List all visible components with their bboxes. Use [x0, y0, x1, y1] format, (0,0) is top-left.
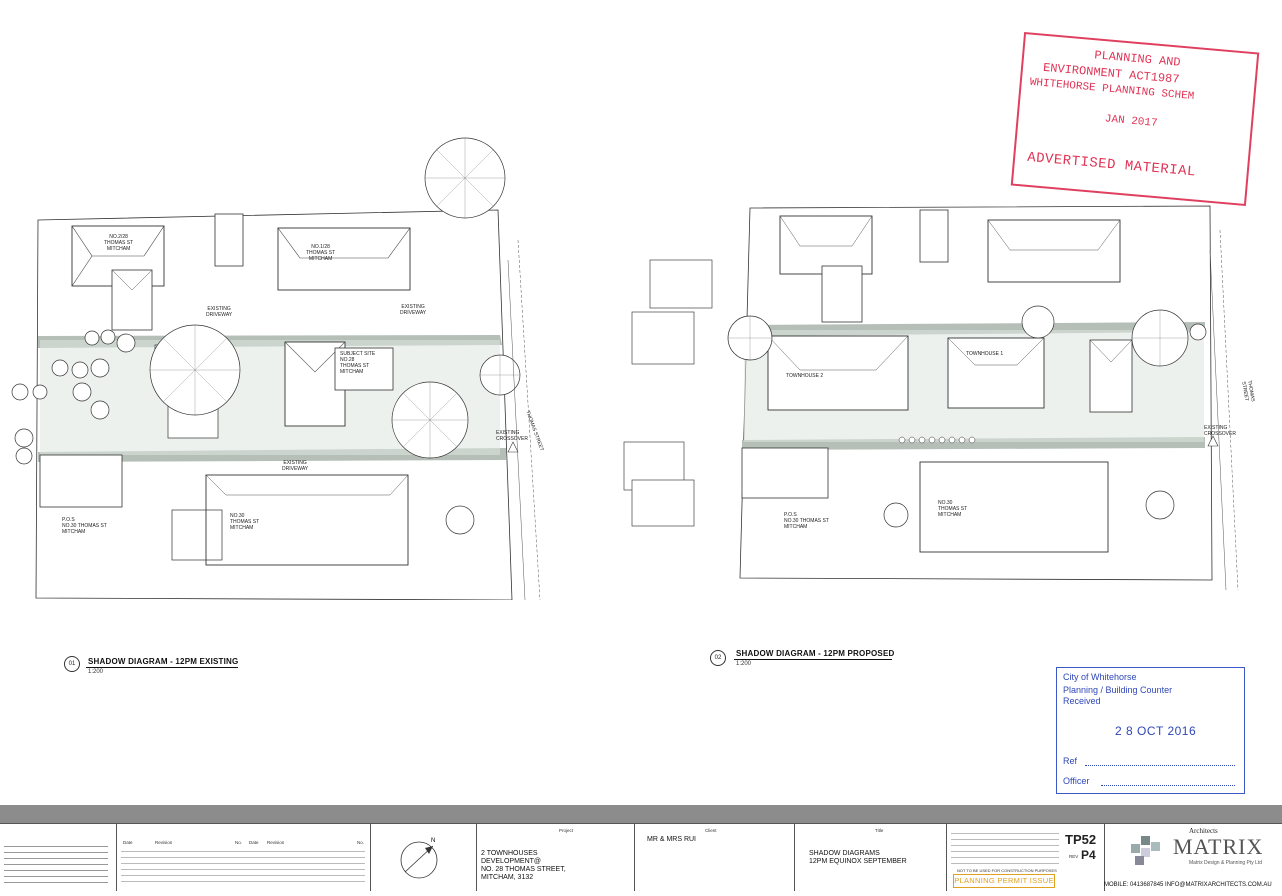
revision-code: P4 [1081, 848, 1096, 862]
site-plan-existing [11, 137, 541, 600]
north-arrow-icon: N [400, 838, 438, 879]
diagram-number: 01 [64, 656, 80, 672]
drawing-title-cell: Title SHADOW DIAGRAMS 12PM EQUINOX SEPTE… [794, 824, 947, 891]
firm-logo-cell: Architects MATRIX Matrix Design & Planni… [1104, 824, 1282, 891]
label-townhouse-2: TOWNHOUSE 2 [786, 373, 824, 379]
diagram-number-proposed: 02 [710, 650, 726, 666]
diagram-title-proposed: SHADOW DIAGRAM - 12PM PROPOSED [736, 649, 895, 658]
permit-issue-stamp: PLANNING PERMIT ISSUE [953, 874, 1055, 888]
firm-contact: MOBILE: 0413687845 INFO@MATRIXARCHITECTS… [1104, 882, 1272, 888]
matrix-logo-icon [1131, 836, 1160, 865]
diagram-scale-proposed: 1:200 [736, 661, 752, 667]
disclaimer [4, 846, 108, 888]
diagram-title: SHADOW DIAGRAM - 12PM EXISTING [88, 657, 239, 666]
title-block: Date Revision No. Date Revision No. 24.1… [0, 823, 1282, 891]
council-received-stamp: City of Whitehorse Planning / Building C… [1056, 667, 1245, 794]
diagram-scale: 1:200 [88, 669, 104, 675]
title-block-band [0, 805, 1282, 823]
received-date: 2 8 OCT 2016 [1115, 724, 1197, 738]
sheet-number: TP52 [1065, 832, 1097, 847]
sheet-details-cell: NOT TO BE USED FOR CONSTRUCTION PURPOSES… [946, 824, 1105, 891]
advertised-material-stamp: PLANNING AND ENVIRONMENT ACT1987 WHITEHO… [1010, 32, 1260, 206]
project-cell: Project 2 TOWNHOUSES DEVELOPMENT@ NO. 28… [476, 824, 635, 891]
revisions-table: Date Revision No. Date Revision No. 24.1… [116, 824, 371, 891]
title-underline-proposed [734, 659, 892, 660]
firm-name: MATRIX [1173, 834, 1264, 859]
north-arrow-cell: N [370, 824, 477, 891]
svg-text:N: N [431, 838, 435, 844]
client-cell: Client MR & MRS RUI [634, 824, 795, 891]
title-underline [86, 667, 238, 668]
site-plan-proposed [623, 205, 1239, 591]
label-townhouse-1: TOWNHOUSE 1 [966, 351, 1004, 357]
